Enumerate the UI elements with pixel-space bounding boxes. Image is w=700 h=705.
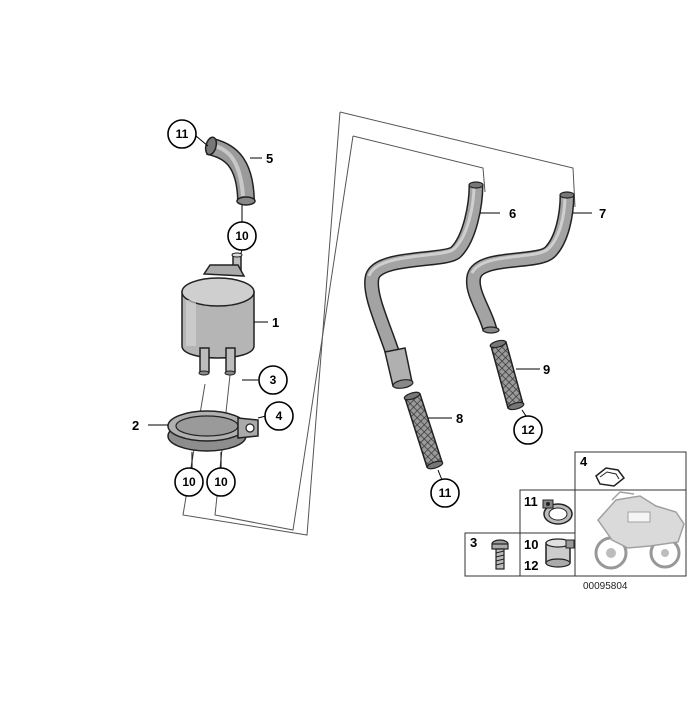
legend-number-11: 11 <box>524 494 538 509</box>
circled-callout-top-11: 11 <box>167 119 197 149</box>
leader-line-top-11 <box>195 135 209 147</box>
svg-text:10: 10 <box>235 229 249 243</box>
hose-clamp-icon <box>542 499 573 525</box>
legend-number-12: 12 <box>524 558 538 573</box>
long-hose-6 <box>364 181 484 389</box>
elbow-hose-5 <box>204 136 256 206</box>
svg-text:11: 11 <box>176 127 189 141</box>
motorcycle-icon <box>594 491 685 570</box>
callout-8: 8 <box>456 411 463 426</box>
reference-code: 00095804 <box>583 581 628 592</box>
braided-sleeve-8 <box>403 391 444 470</box>
long-hose-7 <box>465 191 575 334</box>
svg-text:11: 11 <box>439 486 452 500</box>
callout-7: 7 <box>599 206 606 221</box>
bracket-ring-2 <box>167 410 259 452</box>
circled-callout-hose-11: 11 <box>430 478 460 508</box>
circled-callout-bottom-10-left: 10 <box>174 467 204 497</box>
fuel-filter-1 <box>181 252 255 376</box>
circled-callout-4: 4 <box>264 401 294 431</box>
svg-text:4: 4 <box>276 409 283 423</box>
svg-text:10: 10 <box>182 475 196 489</box>
hardware-legend: 4 11 3 10 12 <box>464 451 687 592</box>
circled-callout-3: 3 <box>258 365 288 395</box>
callout-6: 6 <box>509 206 516 221</box>
legend-number-3: 3 <box>470 535 477 550</box>
clip-icon <box>595 467 626 487</box>
svg-text:3: 3 <box>270 373 277 387</box>
callout-9: 9 <box>543 362 550 377</box>
braided-sleeve-9 <box>489 339 525 411</box>
circled-callout-top-10: 10 <box>227 221 257 251</box>
circled-callout-bottom-10-right: 10 <box>206 467 236 497</box>
screw-icon <box>491 539 509 570</box>
callout-2: 2 <box>132 418 139 433</box>
legend-number-10: 10 <box>524 537 538 552</box>
svg-text:10: 10 <box>214 475 228 489</box>
callout-5: 5 <box>266 151 273 166</box>
circled-callout-hose-12: 12 <box>513 415 543 445</box>
callout-1: 1 <box>272 315 279 330</box>
band-clamp-icon <box>545 538 575 568</box>
connector-line <box>521 409 527 417</box>
legend-number-4: 4 <box>580 454 588 469</box>
connector-line <box>437 469 443 481</box>
svg-text:12: 12 <box>521 423 535 437</box>
